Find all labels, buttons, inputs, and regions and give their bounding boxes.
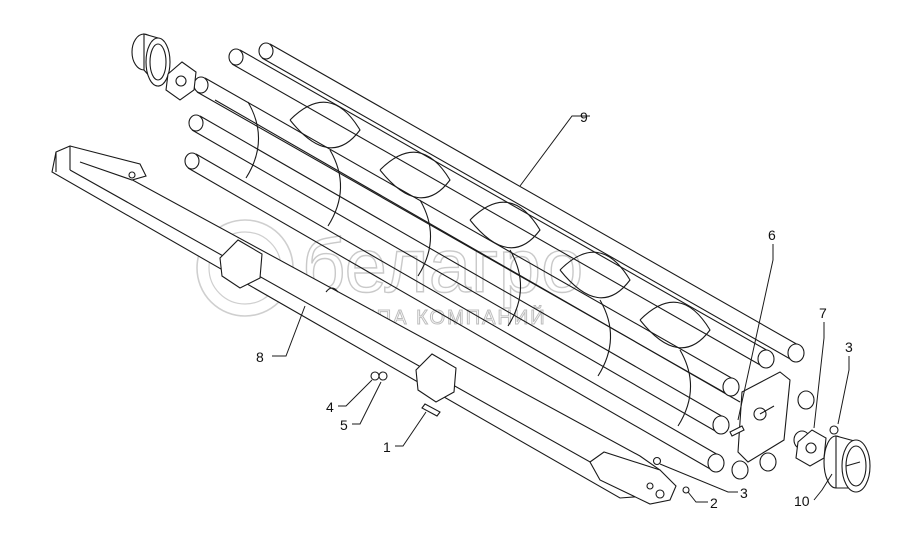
bolt-1 [421,403,441,417]
roller-cage [184,42,815,480]
callout-8: 8 [256,349,264,365]
callout-4: 4 [326,399,334,415]
cap-right [823,435,871,493]
frame-beam [51,145,677,505]
callout-3-lower: 3 [740,485,748,501]
callout-6: 6 [768,227,776,243]
callout-7: 7 [819,305,827,321]
hardware [370,371,839,494]
callout-3-right: 3 [845,339,853,355]
pin-6 [729,425,745,437]
nut-5 [378,371,388,381]
cap-top-left [131,33,171,88]
callout-9: 9 [580,109,588,125]
leader-lines [272,115,850,503]
washer-2 [682,486,690,494]
nut-3-right [829,425,839,435]
flange-top-left [165,61,197,101]
callout-2: 2 [710,495,718,511]
callout-5: 5 [340,417,348,433]
washer-4 [370,371,380,381]
callout-1: 1 [383,439,391,455]
nut-3-lower [652,456,662,466]
callout-10: 10 [794,493,810,509]
callout-labels: 9 6 7 3 8 4 5 1 3 2 10 [256,109,853,511]
